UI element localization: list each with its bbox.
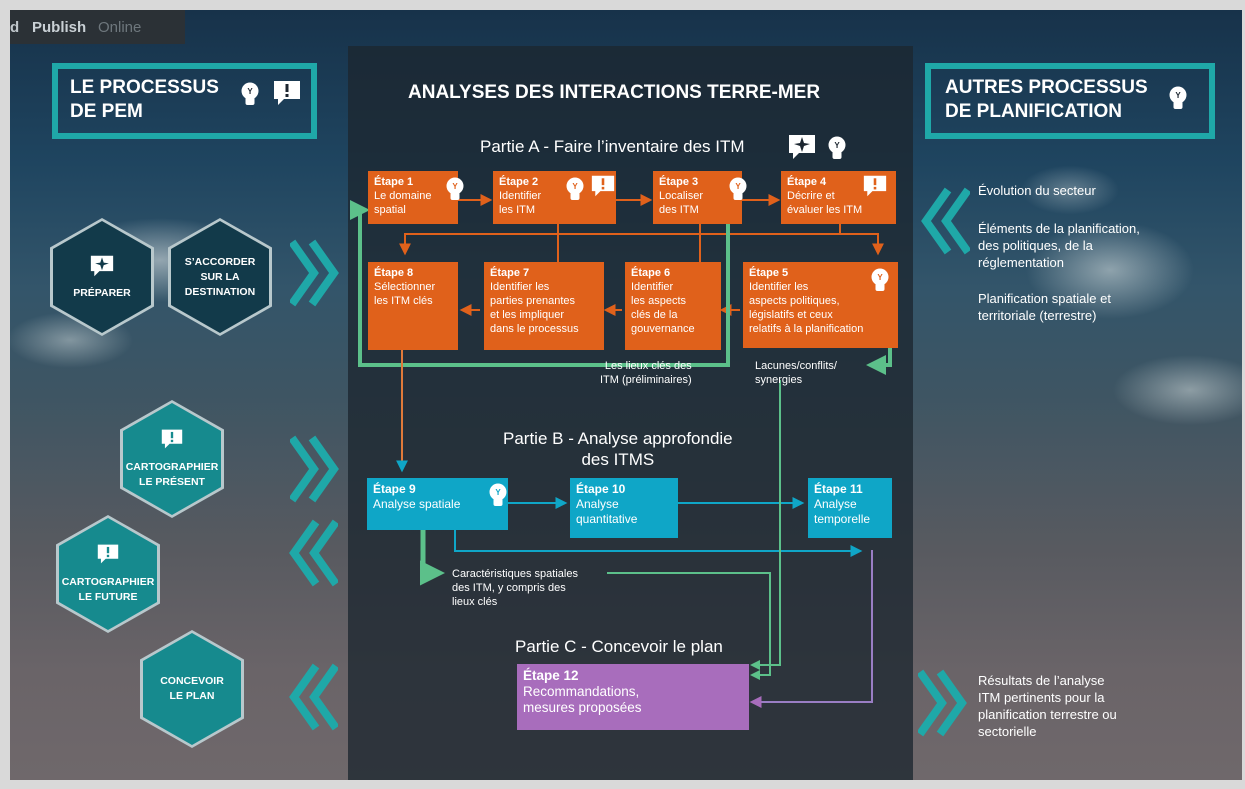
- hex-cartographier-present[interactable]: CARTOGRAPHIER LE PRÉSENT: [120, 400, 224, 518]
- step-text: Le domaine spatial: [374, 190, 432, 216]
- note-lieux-cles: Les lieux clés des ITM (préliminaires): [600, 360, 692, 386]
- sparkle-chat-icon: [90, 255, 114, 276]
- step-text: Identifier les parties prenantes et les …: [490, 281, 579, 335]
- step-label: Étape 7: [490, 267, 530, 279]
- hex-accorder[interactable]: S’ACCORDER SUR LA DESTINATION: [168, 218, 272, 336]
- hex-label: CARTOGRAPHIER LE PRÉSENT: [125, 461, 219, 488]
- step-text: Sélectionner les ITM clés: [374, 281, 436, 307]
- step-2-box[interactable]: Étape 2 Identifier les ITM: [493, 171, 616, 224]
- step-label: Étape 5: [749, 267, 789, 279]
- step-text: Analyse quantitative: [576, 497, 638, 526]
- step-text: Localiser des ITM: [659, 190, 704, 216]
- right-item-planification: Planification spatiale et territoriale (…: [978, 291, 1111, 323]
- step-9-box[interactable]: Étape 9 Analyse spatiale: [367, 478, 508, 530]
- right-item-resultats: Résultats de l’analyse ITM pertinents po…: [978, 673, 1117, 739]
- step-text: Analyse spatiale: [373, 497, 461, 511]
- chevron-double-right-icon: [290, 239, 339, 307]
- part-c-title: Partie C - Concevoir le plan: [515, 637, 723, 656]
- step-7-box[interactable]: Étape 7 Identifier les parties prenantes…: [484, 262, 604, 350]
- publish-online-toolbar[interactable]: d Publish Online: [10, 10, 185, 44]
- chat-alert-icon: [97, 544, 119, 564]
- step-label: Étape 6: [631, 267, 671, 279]
- chat-alert-icon: [863, 175, 887, 197]
- step-11-box[interactable]: Étape 11 Analyse temporelle: [808, 478, 892, 538]
- chat-alert-icon: [591, 175, 615, 197]
- step-label: Étape 4: [787, 176, 827, 188]
- hex-label: CONCEVOIR LE PLAN: [160, 675, 224, 702]
- hex-cartographier-future[interactable]: CARTOGRAPHIER LE FUTURE: [56, 515, 160, 633]
- right-item-evolution: Évolution du secteur: [978, 183, 1096, 198]
- step-text: Décrire et évaluer les ITM: [787, 190, 863, 216]
- hex-label: S’ACCORDER SUR LA DESTINATION: [184, 255, 256, 298]
- step-text: Identifier les aspects politiques, légis…: [749, 281, 864, 335]
- svg-text:Y: Y: [735, 182, 741, 191]
- step-6-box[interactable]: Étape 6 Identifier les aspects clés de l…: [625, 262, 721, 350]
- part-b-title: Partie B - Analyse approfondie des ITMS: [503, 429, 733, 469]
- bulb-icon: Y: [1169, 86, 1187, 109]
- step-label: Étape 12: [523, 668, 579, 683]
- infographic-canvas: d Publish Online: [10, 10, 1242, 780]
- chat-alert-icon: [274, 81, 300, 105]
- svg-text:Y: Y: [247, 87, 253, 96]
- hex-preparer[interactable]: PRÉPARER: [50, 218, 154, 336]
- left-title: LE PROCESSUS DE PEM: [70, 77, 219, 122]
- step-text: Identifier les aspects clés de la gouver…: [631, 281, 695, 335]
- svg-text:Y: Y: [495, 488, 501, 497]
- right-title: AUTRES PROCESSUS DE PLANIFICATION: [945, 77, 1148, 122]
- chevron-double-right-icon: [290, 435, 339, 503]
- chevron-double-left-icon: [921, 187, 970, 255]
- step-label: Étape 8: [374, 267, 414, 279]
- chevron-double-left-icon: [289, 663, 338, 731]
- right-item-elements: Éléments de la planification, des politi…: [978, 221, 1140, 270]
- svg-text:Y: Y: [877, 273, 883, 282]
- note-lacunes: Lacunes/conflits/ synergies: [755, 360, 837, 386]
- hex-label: PRÉPARER: [73, 286, 131, 299]
- step-label: Étape 3: [659, 176, 699, 188]
- step-10-box[interactable]: Étape 10 Analyse quantitative: [570, 478, 678, 538]
- hex-concevoir[interactable]: CONCEVOIR LE PLAN: [140, 630, 244, 748]
- right-title-box: [925, 63, 1215, 139]
- hex-label: CARTOGRAPHIER LE FUTURE: [61, 576, 155, 603]
- bulb-icon: Y: [566, 177, 584, 200]
- step-label: Étape 2: [499, 176, 539, 188]
- app-letter: d: [10, 19, 20, 36]
- part-a-title: Partie A - Faire l’inventaire des ITM: [480, 137, 745, 156]
- step-text: Analyse temporelle: [814, 497, 871, 526]
- step-text: Identifier les ITM: [499, 190, 542, 216]
- step-label: Étape 10: [576, 482, 626, 496]
- step-3-box[interactable]: Étape 3 Localiser des ITM: [653, 171, 742, 224]
- sparkle-chat-icon: [789, 135, 815, 159]
- step-1-box[interactable]: Étape 1 Le domaine spatial: [368, 171, 458, 224]
- step-12-box[interactable]: Étape 12 Recommandations, mesures propos…: [517, 664, 749, 730]
- step-8-box[interactable]: Étape 8 Sélectionner les ITM clés: [368, 262, 458, 350]
- svg-text:Y: Y: [1175, 91, 1181, 100]
- chat-alert-icon: [161, 429, 183, 449]
- chevron-double-right-icon: [918, 669, 967, 737]
- bulb-icon: Y: [489, 483, 507, 506]
- bulb-icon: Y: [871, 268, 889, 291]
- chevron-double-left-icon: [289, 519, 338, 587]
- step-label: Étape 11: [814, 482, 863, 496]
- online-label: Online: [98, 19, 142, 36]
- svg-text:Y: Y: [834, 141, 840, 150]
- bulb-icon: Y: [446, 177, 464, 200]
- svg-text:Y: Y: [572, 182, 578, 191]
- svg-text:Y: Y: [452, 182, 458, 191]
- bulb-icon: Y: [241, 82, 259, 105]
- publish-label[interactable]: Publish: [32, 19, 87, 36]
- center-title: ANALYSES DES INTERACTIONS TERRE-MER: [408, 82, 821, 103]
- note-caracteristiques: Caractéristiques spatiales des ITM, y co…: [452, 568, 578, 608]
- left-title-box: [52, 63, 317, 139]
- bulb-icon: Y: [828, 136, 846, 159]
- step-label: Étape 9: [373, 482, 416, 496]
- step-label: Étape 1: [374, 176, 414, 188]
- step-text: Recommandations, mesures proposées: [523, 684, 642, 715]
- bulb-icon: Y: [729, 177, 747, 200]
